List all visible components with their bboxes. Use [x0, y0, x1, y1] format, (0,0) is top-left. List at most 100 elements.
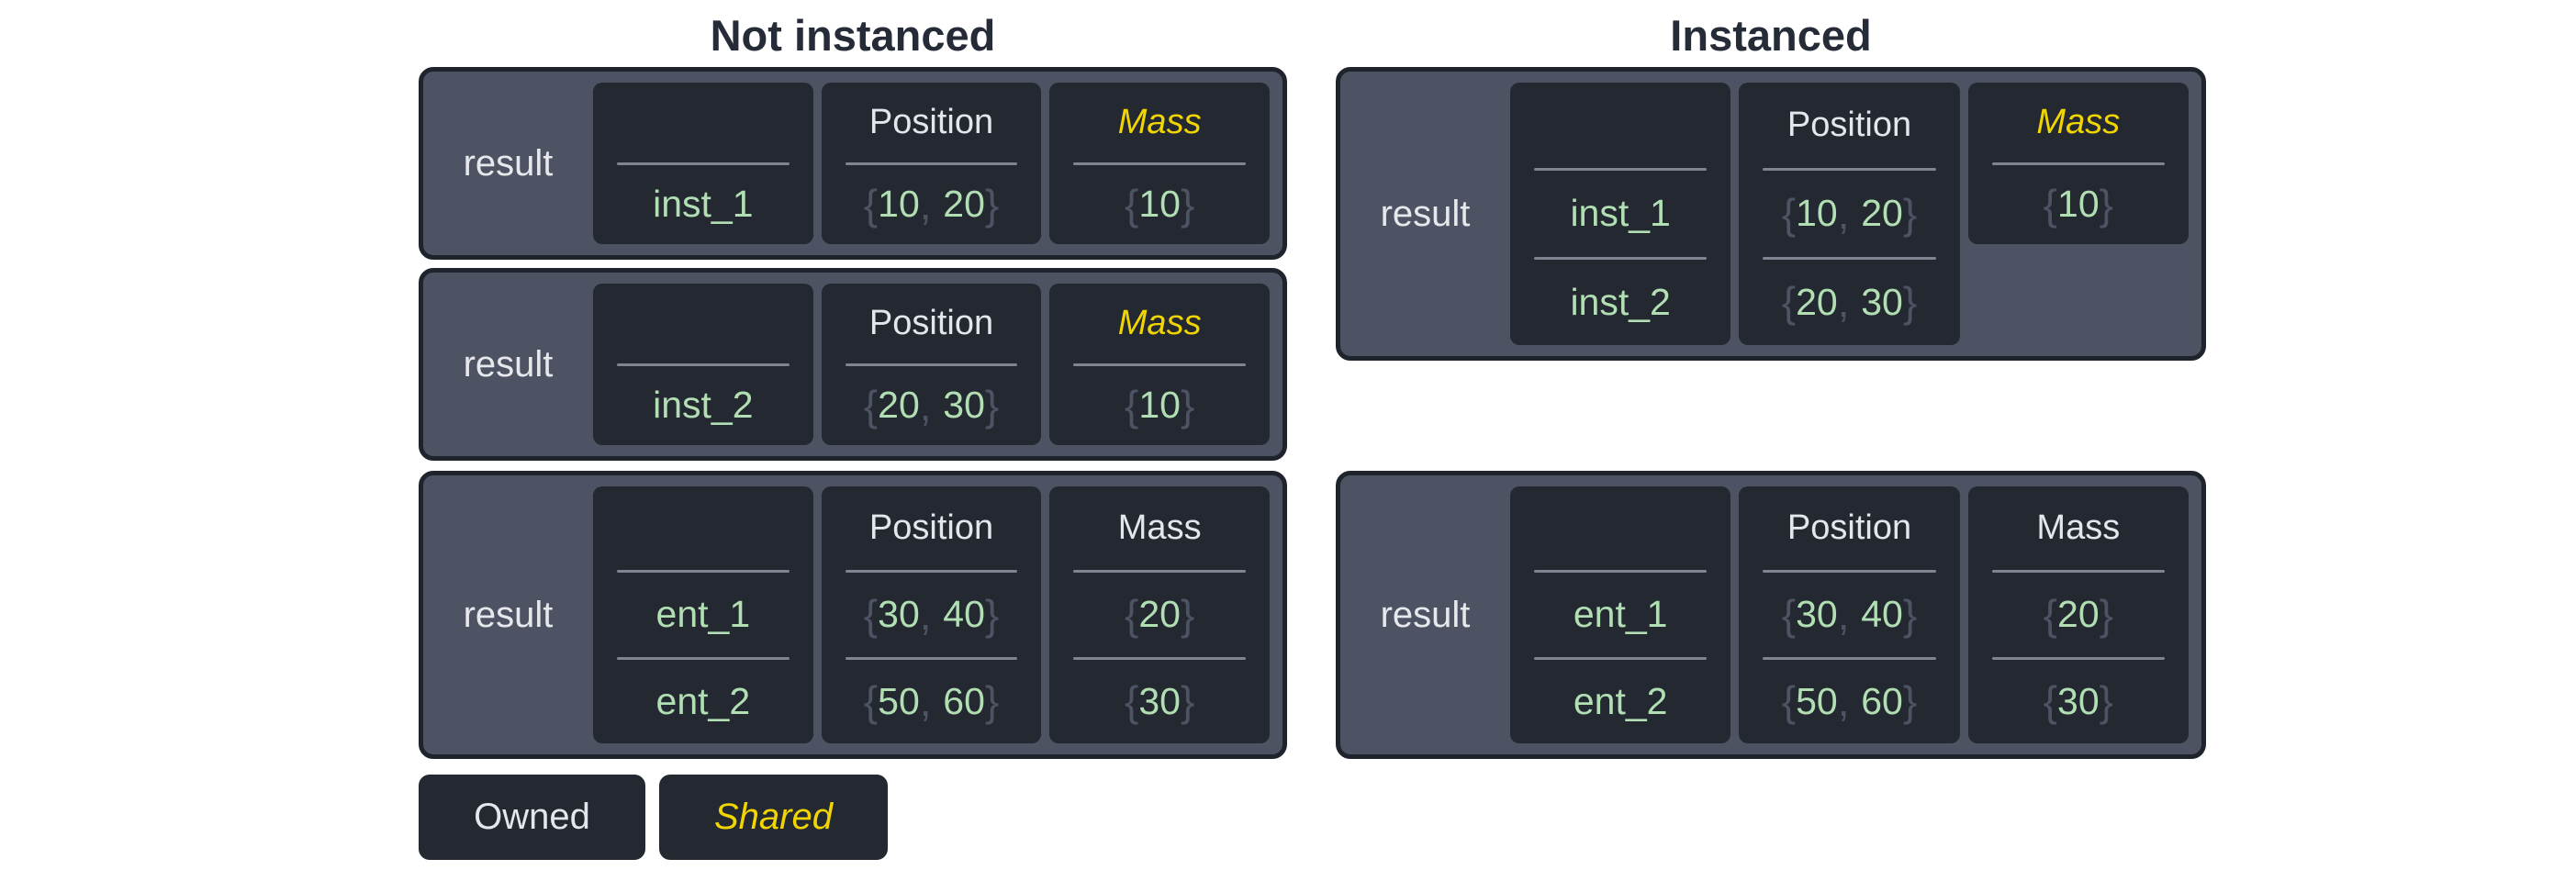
- close-brace: }: [1180, 677, 1195, 726]
- divider: [1534, 168, 1708, 172]
- open-brace: {: [863, 381, 879, 429]
- position-x: 30: [878, 593, 920, 636]
- open-brace: {: [1781, 677, 1797, 726]
- position-column-header: Position: [868, 303, 994, 342]
- open-brace: {: [1125, 381, 1139, 429]
- entity-name: inst_1: [1570, 192, 1671, 235]
- mass-value: 30: [1138, 679, 1181, 722]
- mass-column-header: Mass: [2036, 508, 2121, 548]
- position-column-header: Position: [1786, 508, 1912, 548]
- mass-value-row: {20}: [1968, 573, 2189, 656]
- result-label: result: [463, 142, 554, 184]
- mass-value-row: {10}: [1049, 366, 1270, 446]
- position-x: 30: [1796, 593, 1838, 636]
- diagram-title-not-instanced: Not instanced: [710, 11, 996, 60]
- position-x: 20: [1796, 280, 1838, 323]
- entity-column-header: [593, 83, 813, 162]
- position-column-header: Position: [868, 508, 994, 548]
- divider: [1073, 162, 1247, 165]
- divider: [1534, 656, 1708, 660]
- position-column: Position {30, 40} {50, 60}: [821, 486, 1042, 743]
- entity-name: ent_2: [1573, 679, 1668, 722]
- close-brace: }: [984, 677, 1000, 726]
- result-label: result: [463, 343, 554, 385]
- close-brace: }: [984, 180, 1000, 229]
- position-x: 10: [878, 183, 920, 226]
- entity-row: inst_2: [593, 366, 813, 446]
- open-brace: {: [1781, 590, 1797, 639]
- close-brace: }: [1180, 381, 1195, 429]
- mass-value: 10: [1138, 183, 1181, 226]
- divider: [1534, 256, 1708, 260]
- mass-column-header: Mass: [1117, 102, 1202, 141]
- separator: ,: [1837, 189, 1862, 238]
- close-brace: }: [2099, 677, 2113, 726]
- entity-row: inst_1: [593, 165, 813, 245]
- mass-value: 10: [2057, 183, 2100, 226]
- mass-column-header: Mass: [2036, 102, 2121, 141]
- table-columns: inst_2 Position {20, 30} Mass {10}: [593, 284, 1271, 446]
- separator: ,: [1837, 278, 1862, 327]
- close-brace: }: [1902, 590, 1918, 639]
- open-brace: {: [1781, 278, 1797, 327]
- position-value-row: {10, 20}: [1739, 171, 1959, 256]
- position-column: Position {20, 30}: [821, 284, 1042, 445]
- result-label: result: [1380, 193, 1471, 234]
- result-table-instanced-1: result inst_1 inst_2 Position {10, 20} {…: [1336, 67, 2206, 361]
- legend-shared-label: Shared: [714, 797, 833, 837]
- separator: ,: [1837, 677, 1862, 726]
- open-brace: {: [2043, 180, 2058, 229]
- separator: ,: [919, 677, 944, 726]
- legend-shared: Shared: [659, 775, 888, 860]
- entity-column: inst_2: [593, 284, 813, 445]
- divider: [617, 656, 790, 660]
- mass-column: Mass {20} {30}: [1049, 486, 1271, 743]
- divider: [1073, 362, 1247, 366]
- position-y: 30: [1861, 280, 1903, 323]
- close-brace: }: [984, 590, 1000, 639]
- entity-row: ent_1: [1510, 573, 1730, 656]
- close-brace: }: [984, 381, 1000, 429]
- entity-column: ent_1 ent_2: [1510, 486, 1731, 743]
- mass-value: 20: [2057, 593, 2100, 636]
- position-value-row: {50, 60}: [822, 660, 1042, 743]
- result-label: result: [1380, 594, 1471, 635]
- divider: [617, 570, 790, 574]
- position-y: 20: [1861, 192, 1903, 235]
- position-y: 60: [1861, 679, 1903, 722]
- position-y: 30: [943, 384, 985, 427]
- divider: [845, 162, 1018, 165]
- position-x: 50: [1796, 679, 1838, 722]
- position-column-header: Position: [868, 102, 994, 141]
- table-columns: ent_1 ent_2 Position {30, 40} {50, 60} M…: [593, 486, 1271, 743]
- close-brace: }: [1180, 180, 1195, 229]
- entity-row: ent_2: [1510, 660, 1730, 743]
- mass-column: Mass {10}: [1049, 284, 1271, 446]
- position-x: 20: [878, 384, 920, 427]
- entity-column: inst_1: [593, 83, 813, 244]
- position-value-row: {20, 30}: [1739, 260, 1959, 345]
- table-columns: inst_1 inst_2 Position {10, 20} {20, 30}…: [1510, 83, 2189, 345]
- divider: [617, 362, 790, 366]
- mass-column: Mass {20} {30}: [1967, 486, 2189, 743]
- divider: [1763, 168, 1936, 172]
- position-column: Position {10, 20}: [821, 83, 1042, 244]
- open-brace: {: [863, 180, 879, 229]
- entity-column: inst_1 inst_2: [1510, 83, 1731, 345]
- result-table-instanced-2: result ent_1 ent_2 Position {30, 40} {50…: [1336, 471, 2206, 759]
- entity-column-header: [1510, 83, 1730, 168]
- open-brace: {: [1125, 590, 1139, 639]
- divider: [1073, 656, 1247, 660]
- entity-row: inst_2: [1510, 260, 1730, 345]
- separator: ,: [919, 381, 944, 429]
- entity-column-header: [593, 486, 813, 570]
- entity-column-header: [593, 284, 813, 363]
- divider: [1534, 570, 1708, 574]
- divider: [845, 362, 1018, 366]
- position-column: Position {10, 20} {20, 30}: [1739, 83, 1960, 345]
- open-brace: {: [2043, 590, 2058, 639]
- mass-value: 20: [1138, 593, 1181, 636]
- divider: [1763, 256, 1936, 260]
- entity-name: inst_2: [1570, 280, 1671, 323]
- mass-column-shared: Mass {10}: [1967, 83, 2189, 244]
